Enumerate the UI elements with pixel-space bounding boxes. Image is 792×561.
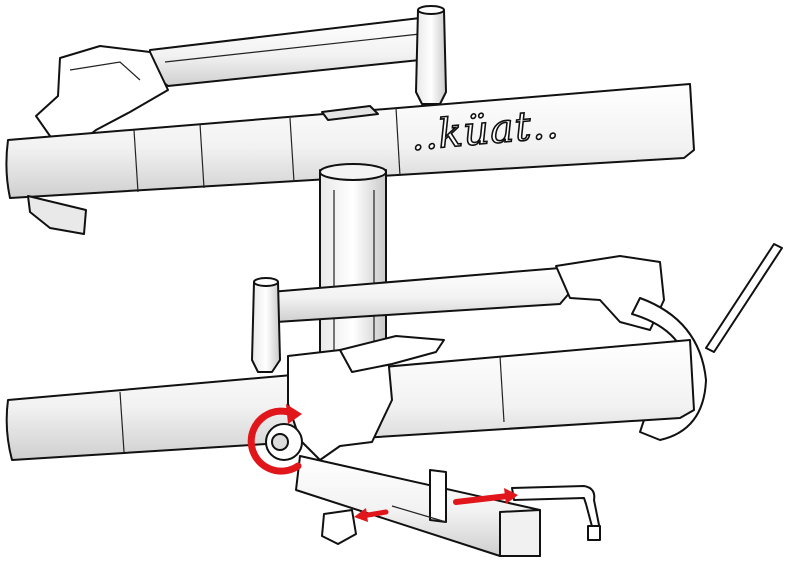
rotate-indicator bbox=[247, 404, 302, 475]
hitch-assembly bbox=[265, 335, 541, 557]
arrow-right-icon bbox=[453, 493, 511, 505]
upper-main-bar bbox=[5, 83, 695, 199]
lower-tray-rear-arm bbox=[269, 267, 573, 323]
hitch-collar bbox=[429, 469, 447, 523]
allen-key bbox=[511, 485, 601, 541]
hitch-pin-bolt bbox=[321, 509, 357, 545]
clamp-lever bbox=[339, 335, 445, 373]
center-mast bbox=[319, 163, 387, 371]
ratchet-arm bbox=[705, 243, 783, 353]
insert-indicators bbox=[354, 488, 518, 522]
upper-wheel-cradle-left bbox=[35, 45, 169, 151]
upper-post bbox=[415, 9, 447, 105]
circular-arrow-icon bbox=[247, 407, 302, 475]
upper-tray: ..küat.. bbox=[5, 5, 695, 235]
upper-wheel-tray-end bbox=[27, 195, 87, 235]
upper-tray-rear-arm bbox=[149, 17, 431, 87]
upper-top-knob bbox=[321, 105, 379, 121]
lower-post bbox=[251, 281, 281, 373]
